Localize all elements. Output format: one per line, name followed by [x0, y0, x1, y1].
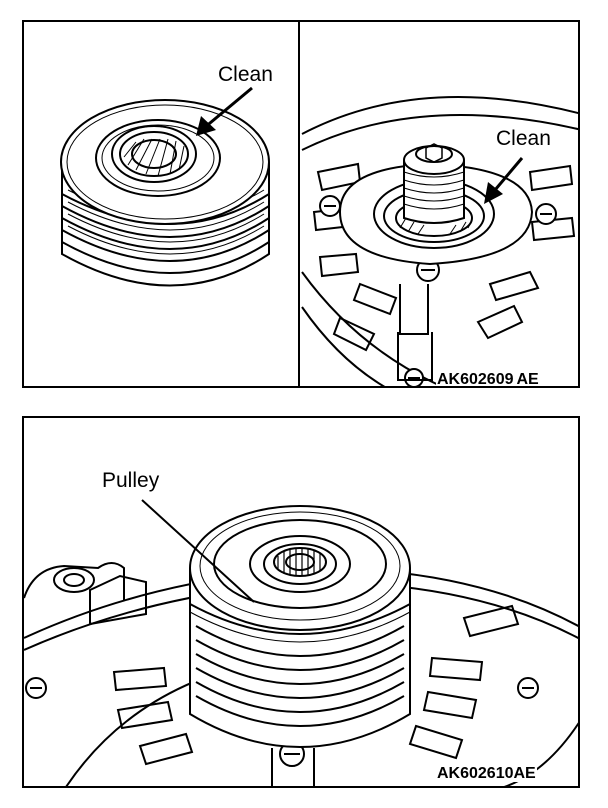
bottom-figure-panel: Pulley AK602610AE [22, 416, 580, 788]
pulley-label: Pulley [102, 469, 160, 492]
clean-arrow-right [493, 157, 524, 191]
clean-arrowhead-right [484, 182, 503, 204]
pulley-detail-illustration [60, 86, 270, 287]
clean-arrow-left [203, 86, 253, 130]
clean-label-right: Clean [496, 127, 551, 150]
shaft-detail-illustration [301, 96, 578, 386]
clean-label-left: Clean [218, 63, 273, 86]
panel-divider [298, 22, 300, 386]
figure-code-suffix: AE [516, 371, 539, 388]
pulley-leader-line [141, 499, 255, 603]
pulley-installed-illustration [24, 499, 578, 786]
figure-code-bottom: AK602610AE [436, 765, 537, 782]
clean-arrowhead-left [196, 116, 216, 136]
figure-code-number: AK602609 [437, 371, 514, 388]
